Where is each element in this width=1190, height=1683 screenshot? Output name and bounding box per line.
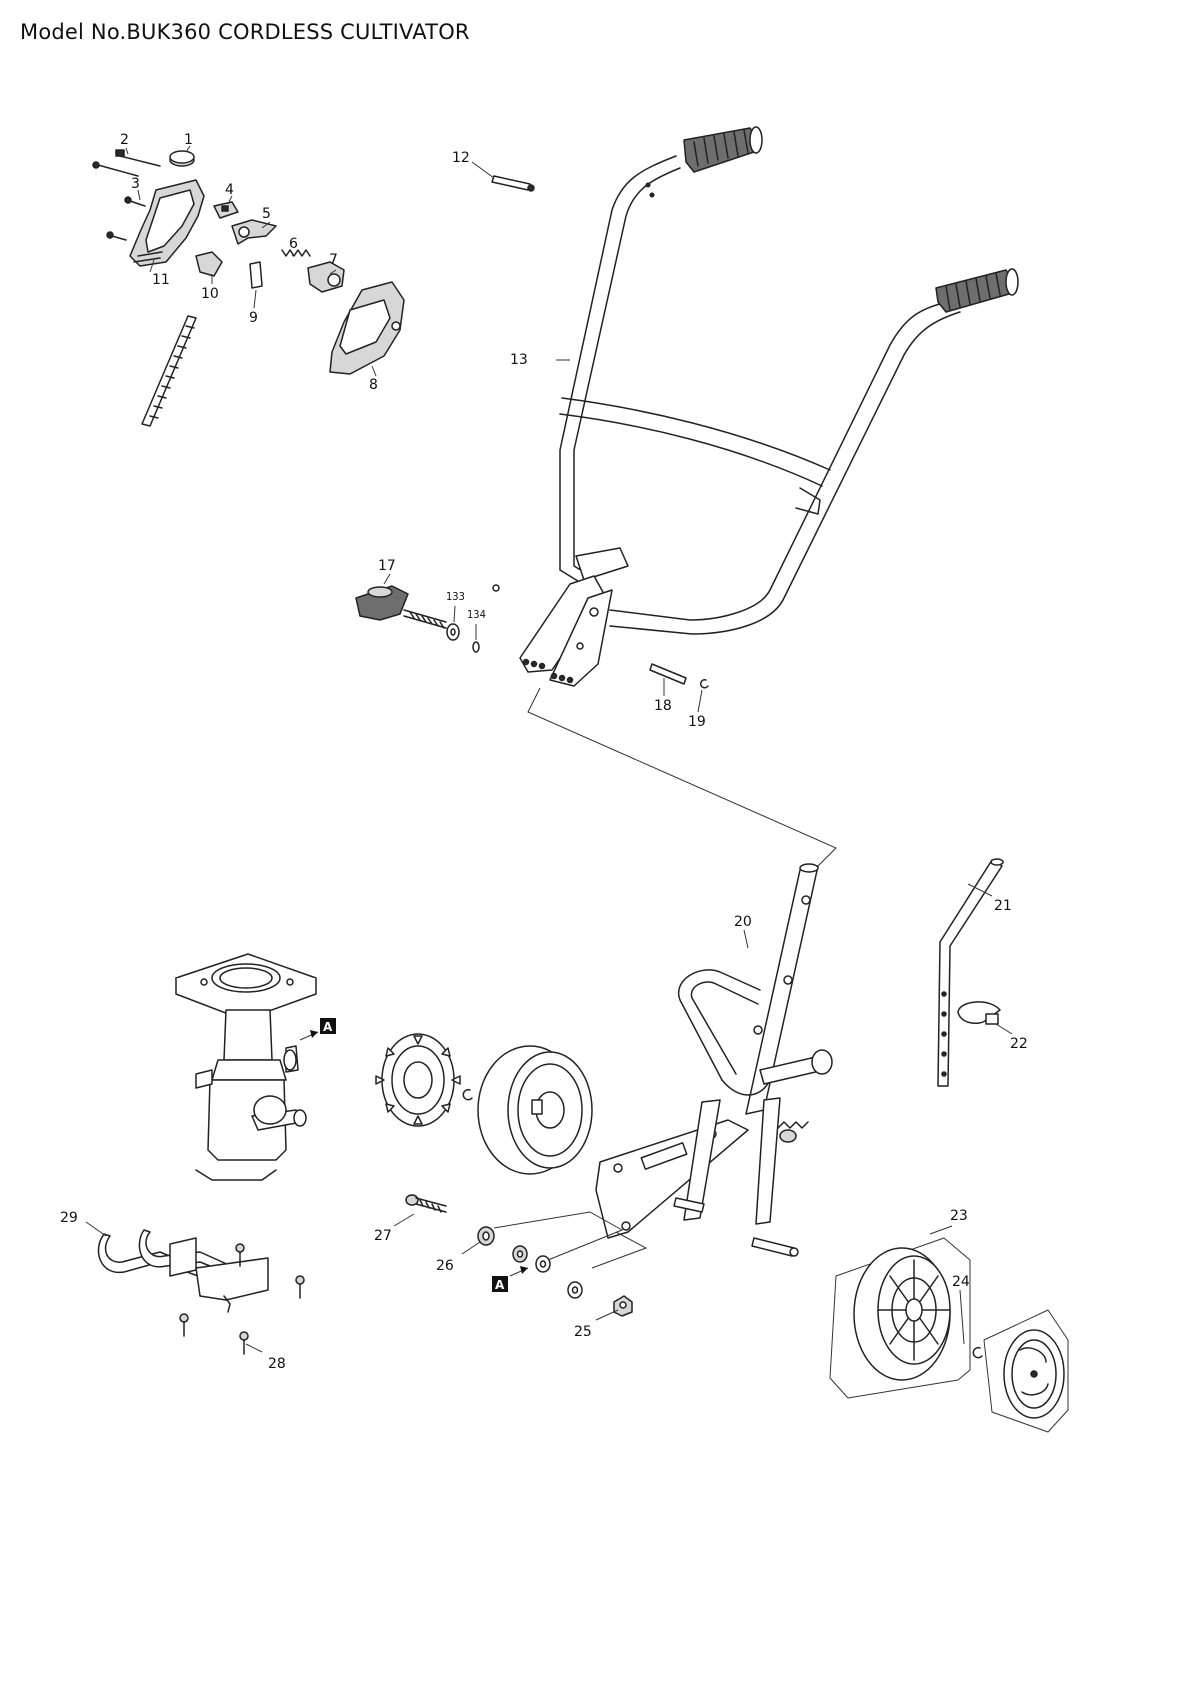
wheel [477,1045,593,1175]
part-24-e-clip [972,1346,983,1359]
part-134-ring [472,641,480,653]
part-5-lever [231,219,277,245]
part-26-washer [477,1226,495,1246]
part-20-frame [595,863,833,1257]
reference-mark-a-gearbox: A [299,1018,336,1041]
callout-29: 29 [60,1210,78,1226]
callout-22: 22 [1010,1036,1028,1052]
callout-21: 21 [994,898,1012,914]
part-29-bracket [97,1229,269,1313]
callout-17: 17 [378,558,396,574]
page-title: Model No.BUK360 CORDLESS CULTIVATOR [20,20,470,44]
small-screw [492,584,500,592]
callout-23: 23 [950,1208,968,1224]
callout-133: 133 [446,590,465,603]
reference-mark-a-wheel: A [492,1266,529,1292]
callout-10: 10 [201,286,219,302]
part-25-nut [613,1295,633,1317]
callout-13: 13 [510,352,528,368]
part-4-plate [213,201,239,219]
callout-12: 12 [452,150,470,166]
callout-8: 8 [369,377,378,393]
callout-11: 11 [152,272,170,288]
callout-24: 24 [952,1274,970,1290]
callout-26: 26 [436,1258,454,1274]
part-12-pin [491,175,535,192]
part-3-screw [106,196,146,241]
callout-6: 6 [289,236,298,252]
callout-1: 1 [184,132,193,148]
callout-28: 28 [268,1356,286,1372]
part-18-shaft [649,663,687,685]
part-7-clip [307,261,345,293]
part-11-handle-housing [129,179,205,267]
part-9-slider [249,261,263,289]
part-17-knob-bolt [355,585,447,629]
reference-label-a: A [495,1278,505,1292]
callout-2: 2 [120,132,129,148]
callout-4: 4 [225,182,234,198]
callout-18: 18 [654,698,672,714]
wheel-e-clip [462,1088,473,1101]
part-28-screws [179,1243,305,1355]
callout-7: 7 [329,252,338,268]
callout-9: 9 [249,310,258,326]
callout-134: 134 [467,608,486,621]
part-1-cap [169,150,195,167]
reference-label-a: A [323,1020,333,1034]
hub-cap [983,1309,1069,1433]
part-133-washer [446,623,460,641]
callout-numbers: 1 2 3 4 5 6 7 8 9 10 11 12 13 17 133 134… [60,132,1028,1372]
part-21-depth-bar [937,858,1004,1087]
part-22-lynch-pin [957,1001,1001,1025]
part-6-spring [281,249,311,257]
callout-3: 3 [131,176,140,192]
callout-5: 5 [262,206,271,222]
part-13-handlebar [519,126,1019,687]
washer-set [512,1245,583,1299]
part-27-bolt [405,1194,447,1213]
part-10-block [195,251,223,277]
callout-19: 19 [688,714,706,730]
part-2-screw [92,149,161,177]
wheel-disc [375,1033,461,1127]
callout-20: 20 [734,914,752,930]
callout-leaders [85,145,1013,1353]
callout-25: 25 [574,1324,592,1340]
gearbox-assembly [175,953,317,1181]
part-8-cover [329,281,405,375]
part-23-wheel-assembly [829,1237,971,1399]
part-19-e-clip [699,679,709,689]
corrugated-tube [141,315,197,427]
callout-27: 27 [374,1228,392,1244]
